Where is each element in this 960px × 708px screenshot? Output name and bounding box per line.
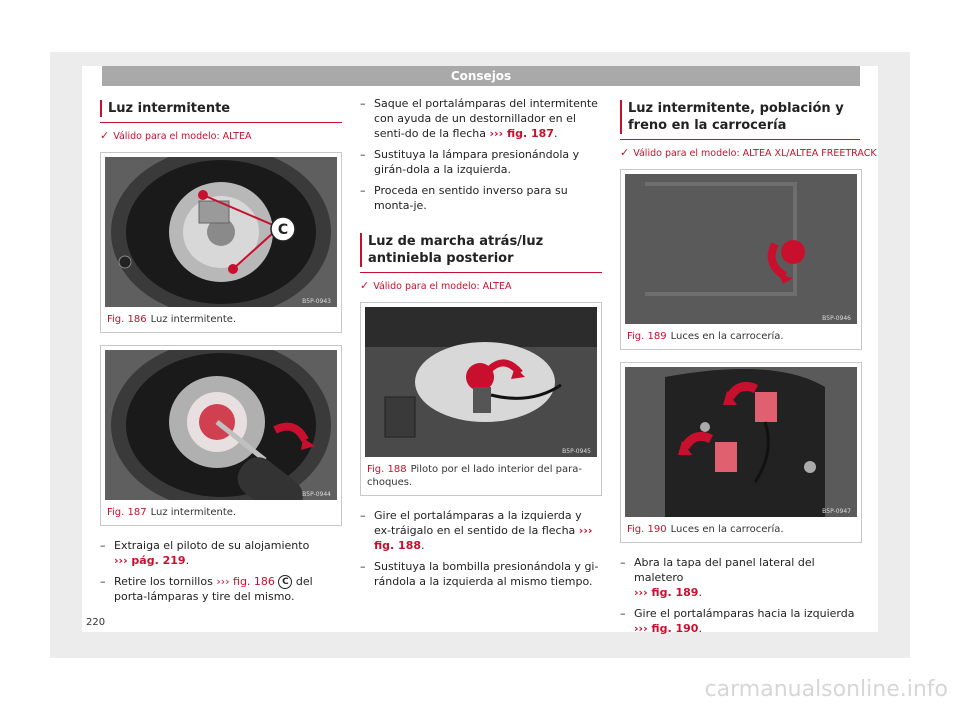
list-item: –Sustituya la bombilla presionándola y g… — [360, 560, 599, 588]
svg-text:C: C — [278, 222, 288, 238]
lamp-holders-image: B5P-0947 — [625, 367, 857, 517]
bumper-lamp-image: B5P-0945 — [365, 307, 597, 457]
list-item: –Abra la tapa del panel lateral del male… — [620, 556, 815, 599]
column-2: –Saque el portalámparas del intermitente… — [360, 96, 602, 595]
figure-link[interactable]: ››› fig. 187 — [489, 127, 554, 140]
list-item: –Sustituya la lámpara presionándola y gi… — [360, 148, 580, 176]
figure-link[interactable]: ››› fig. 188 — [374, 524, 593, 552]
list-item: –Gire el portalámparas a la izquierda y … — [360, 509, 593, 552]
list-item: –Proceda en sentido inverso para su mont… — [360, 184, 568, 212]
section-title-reverse-fog: Luz de marcha atrás/luz antiniebla poste… — [360, 229, 602, 273]
page-link[interactable]: ››› pág. 219 — [114, 554, 186, 567]
section-header: Consejos — [102, 66, 860, 86]
steps-list: –Abra la tapa del panel lateral del male… — [620, 555, 860, 636]
list-item: –Gire el portalámparas hacia la izquierd… — [620, 607, 855, 635]
column-3: Luz intermitente, población y freno en l… — [620, 96, 877, 642]
check-icon: ✓ — [620, 146, 630, 159]
svg-text:B5P-0947: B5P-0947 — [822, 508, 851, 515]
svg-text:B5P-0946: B5P-0946 — [822, 315, 851, 322]
page-number: 220 — [86, 617, 106, 628]
trunk-panel-image: B5P-0946 — [625, 174, 857, 324]
list-item: –Retire los tornillos ››› fig. 186 C del… — [100, 575, 313, 603]
section-title-body-lights: Luz intermitente, población y freno en l… — [620, 96, 860, 140]
figure-link[interactable]: ››› fig. 186 — [216, 575, 275, 588]
figure-link[interactable]: ››› fig. 189 — [634, 586, 699, 599]
validity-note: ✓Válido para el modelo: ALTEA — [100, 129, 252, 142]
validity-note: ✓Válido para el modelo: ALTEA XL/ALTEA F… — [620, 146, 877, 159]
turn-signal-housing-image: C B5P-0943 — [105, 157, 337, 307]
svg-text:B5P-0943: B5P-0943 — [302, 298, 331, 305]
steps-list: –Gire el portalámparas a la izquierda y … — [360, 508, 602, 589]
section-title-turn-signal: Luz intermitente — [100, 96, 342, 123]
callout-c-icon: C — [278, 575, 293, 589]
steps-list-top: –Saque el portalámparas del intermitente… — [360, 96, 602, 213]
watermark: carmanualsonline.info — [704, 677, 948, 702]
screwdriver-image: B5P-0944 — [105, 350, 337, 500]
figure-link[interactable]: ››› fig. 190 — [634, 622, 699, 635]
validity-note: ✓Válido para el modelo: ALTEA — [360, 279, 512, 292]
steps-list: –Extraiga el piloto de su alojamiento ››… — [100, 538, 342, 604]
list-item: –Extraiga el piloto de su alojamiento ››… — [100, 539, 310, 567]
svg-text:B5P-0944: B5P-0944 — [302, 491, 331, 498]
check-icon: ✓ — [100, 129, 110, 142]
svg-text:B5P-0945: B5P-0945 — [562, 448, 591, 455]
column-1: Luz intermitente ✓Válido para el modelo:… — [100, 96, 342, 610]
check-icon: ✓ — [360, 279, 370, 292]
list-item: –Saque el portalámparas del intermitente… — [360, 97, 598, 140]
